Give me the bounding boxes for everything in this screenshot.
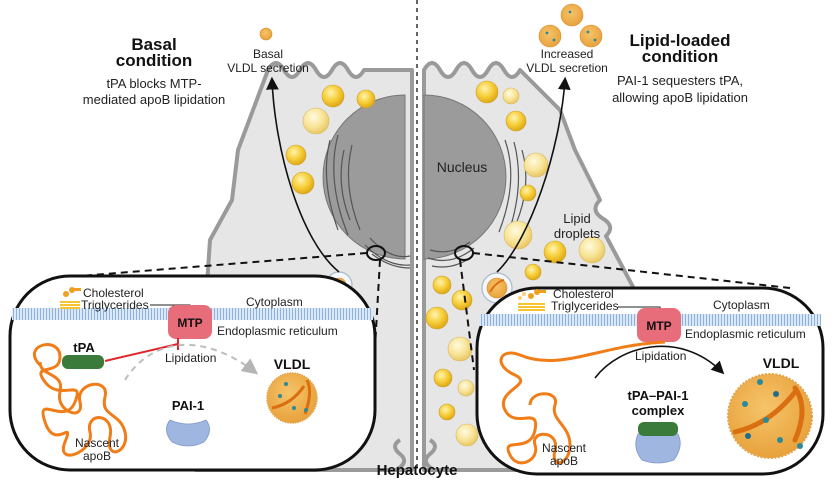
right-nascent-apob: [499, 340, 666, 465]
right-inset: Cholesterol Triglycerides Cytoplasm Endo…: [475, 286, 825, 476]
lipid-droplets-label-line2: droplets: [554, 226, 601, 241]
right-apob-label-line1: Nascent: [542, 441, 587, 455]
left-apob-label-line1: Nascent: [75, 436, 120, 450]
left-tpa-protein: [62, 355, 104, 369]
lipid-droplets-left: [285, 84, 376, 195]
right-heading-line1: Lipid-loaded: [629, 31, 730, 50]
right-vldl-label: VLDL: [763, 355, 800, 371]
secretory-vesicle-right: [481, 272, 513, 304]
right-vldl-particle: [727, 373, 813, 459]
left-vldl-particle: [266, 372, 318, 424]
left-tpa-label: tPA: [73, 340, 95, 355]
right-er-label: Endoplasmic reticulum: [685, 327, 806, 341]
left-pai1-label: PAI-1: [172, 398, 204, 413]
hepatocyte-title: Hepatocyte: [377, 462, 458, 479]
left-triglycerides-label: Triglycerides: [81, 298, 149, 312]
secreted-vldl-right: [538, 3, 603, 48]
right-secretion-label-line2: VLDL secretion: [526, 61, 608, 75]
right-tpa-protein: [638, 422, 678, 436]
left-heading-line1: Basal: [131, 35, 176, 54]
right-lipidation-label: Lipidation: [635, 349, 686, 363]
zoom-connector-lines: [79, 252, 791, 401]
left-cytoplasm-label: Cytoplasm: [246, 295, 303, 309]
left-inset: Cholesterol Triglycerides Cytoplasm Endo…: [8, 274, 377, 472]
cell-bottom-wave-right: [423, 438, 437, 472]
left-heading-line2: condition: [116, 51, 192, 70]
right-cholesterol-label: Cholesterol: [553, 287, 614, 301]
left-cholesterol-label: Cholesterol: [83, 286, 144, 300]
left-nascent-apob: [32, 343, 128, 457]
left-mtp-protein: [168, 305, 212, 339]
right-apob-label-line2: apoB: [550, 454, 578, 468]
right-mtp-label: MTP: [646, 319, 671, 333]
right-pai1-protein: [635, 431, 681, 464]
right-cytoplasm-label: Cytoplasm: [713, 298, 770, 312]
right-complex-label-line1: tPA–PAI-1: [628, 388, 689, 403]
right-secretion-label-line1: Increased: [541, 47, 594, 61]
nucleus-label: Nucleus: [437, 159, 488, 175]
right-triglycerides-label: Triglycerides: [551, 299, 619, 313]
left-er-label: Endoplasmic reticulum: [217, 324, 338, 338]
right-description-line1: PAI-1 sequesters tPA,: [617, 73, 743, 88]
right-complex-label-line2: complex: [632, 403, 686, 418]
cholesterol-icon-right: [518, 289, 546, 300]
left-pai1-protein: [166, 419, 210, 447]
tpa-inhibits-mtp-line: [104, 343, 179, 362]
blocked-lipidation-path: [124, 343, 259, 381]
secreted-vldl-left: [259, 27, 273, 41]
left-secretion-label-line2: VLDL secretion: [227, 61, 309, 75]
right-lipidation-arrow: [594, 345, 725, 379]
left-description-line1: tPA blocks MTP-: [106, 76, 201, 91]
right-description-line2: allowing apoB lipidation: [612, 90, 748, 105]
triglycerides-icon-right: [518, 303, 545, 311]
left-lipidation-label: Lipidation: [165, 351, 216, 365]
left-description-line2: mediated apoB lipidation: [83, 92, 225, 107]
lipid-droplets-label-line1: Lipid: [563, 211, 590, 226]
right-mtp-protein: [637, 308, 681, 342]
left-mtp-label: MTP: [177, 316, 202, 330]
left-apob-label-line2: apoB: [83, 449, 111, 463]
left-vldl-label: VLDL: [274, 356, 311, 372]
cell-bottom-wave-left: [393, 438, 407, 472]
right-heading-line2: condition: [642, 47, 718, 66]
left-secretion-label-line1: Basal: [253, 47, 283, 61]
cholesterol-icon-left: [63, 287, 81, 297]
triglycerides-icon-left: [60, 301, 80, 309]
basal-secretion-arrow: [266, 76, 340, 273]
lipid-droplets-right: [425, 80, 606, 447]
